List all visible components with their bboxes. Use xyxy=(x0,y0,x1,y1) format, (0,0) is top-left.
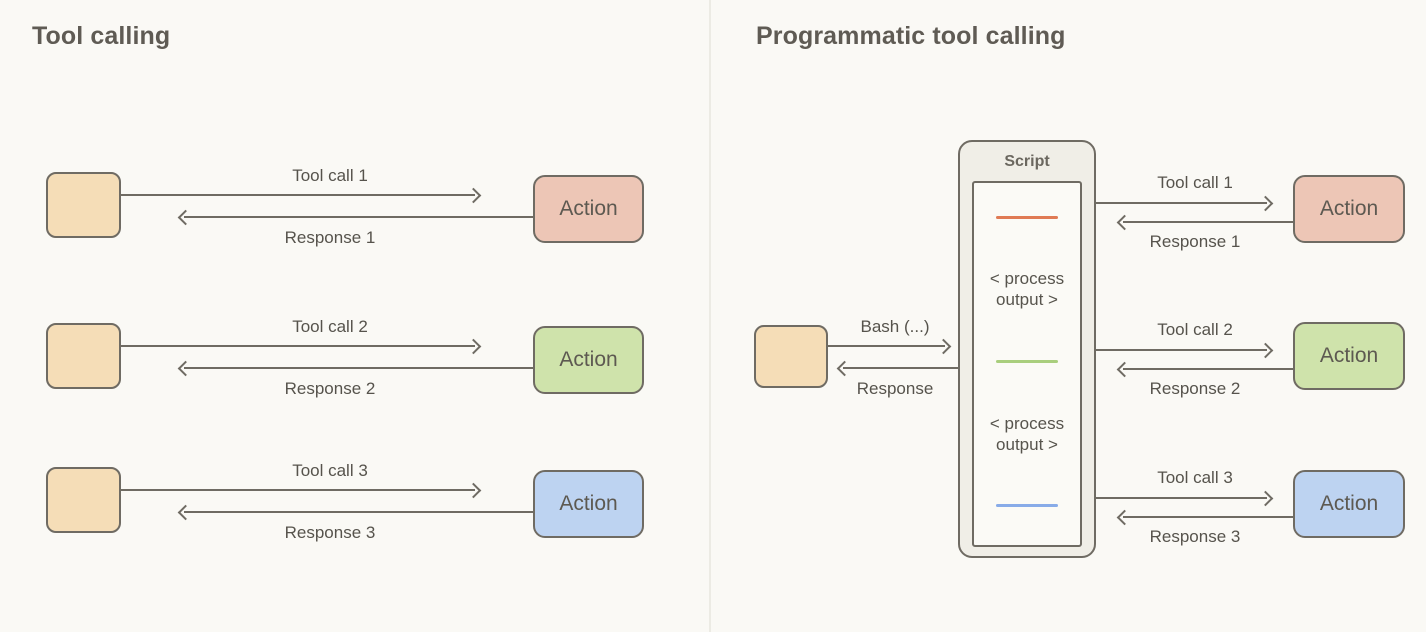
action-box: Action xyxy=(533,470,644,538)
tool-call-row: Tool call 3 Response 3 Action xyxy=(0,449,1426,559)
tool-call-label: Tool call 2 xyxy=(292,317,368,336)
tool-call-row: Tool call 2 Response 2 Action xyxy=(0,301,1426,411)
arrowhead-right-icon xyxy=(1257,490,1274,506)
arrowhead-left-icon xyxy=(1116,214,1133,230)
bash-call-arrow xyxy=(828,338,952,354)
arrowhead-left-icon xyxy=(1116,361,1133,377)
tool-call-label: Tool call 3 xyxy=(1157,468,1233,487)
bash-call-label: Bash (...) xyxy=(860,317,930,336)
response-label: Response 1 xyxy=(284,228,376,247)
tool-call-label: Tool call 2 xyxy=(1157,320,1233,339)
script-step-line-2 xyxy=(996,360,1058,363)
script-title: Script xyxy=(1004,153,1050,170)
tool-call-label: Tool call 1 xyxy=(1157,173,1233,192)
left-panel-title: Tool calling xyxy=(32,22,171,50)
tool-call-arrow xyxy=(1096,490,1274,506)
tool-call-arrow xyxy=(121,338,482,354)
right-panel-title: Programmatic tool calling xyxy=(756,22,1066,50)
action-box: Action xyxy=(533,175,644,243)
response-arrow xyxy=(177,504,537,520)
response-arrow xyxy=(1116,214,1295,230)
response-label: Response 3 xyxy=(1149,527,1241,546)
panel-divider xyxy=(709,0,711,632)
tool-call-label: Tool call 1 xyxy=(292,166,368,185)
action-box: Action xyxy=(1293,175,1405,243)
response-label: Response 2 xyxy=(1149,379,1241,398)
tool-call-row: Tool call 1 Response 1 Action xyxy=(0,154,1426,264)
arrowhead-left-icon xyxy=(1116,509,1133,525)
script-container: Script < process output > < process outp… xyxy=(958,140,1096,558)
response-label: Response 2 xyxy=(284,379,376,398)
process-output-text: < process output > xyxy=(989,269,1065,309)
tool-call-arrow xyxy=(1096,195,1274,211)
agent-box xyxy=(754,325,828,388)
tool-call-row: Tool call 3 Response 3 Action xyxy=(0,445,1426,555)
tool-call-label: Tool call 3 xyxy=(292,461,368,480)
tool-call-arrow xyxy=(1096,342,1274,358)
agent-box xyxy=(46,172,121,238)
action-box: Action xyxy=(1293,470,1405,538)
response-arrow xyxy=(177,360,537,376)
script-body: < process output > < process output > xyxy=(972,181,1082,547)
process-output-text: < process output > xyxy=(989,414,1065,454)
script-step-line-1 xyxy=(996,216,1058,219)
tool-call-row: Tool call 1 Response 1 Action xyxy=(0,150,1426,260)
response-label: Response 3 xyxy=(284,523,376,542)
script-step-line-3 xyxy=(996,504,1058,507)
action-box: Action xyxy=(533,326,644,394)
response-arrow xyxy=(1116,509,1295,525)
action-box: Action xyxy=(1293,322,1405,390)
agent-box xyxy=(46,323,121,389)
script-response-label: Response xyxy=(856,379,934,398)
response-label: Response 1 xyxy=(1149,232,1241,251)
response-arrow xyxy=(177,209,537,225)
tool-call-arrow xyxy=(121,187,482,203)
arrowhead-right-icon xyxy=(1257,195,1274,211)
tool-call-row: Tool call 2 Response 2 Action xyxy=(0,301,1426,411)
tool-call-arrow xyxy=(121,482,482,498)
agent-box xyxy=(46,467,121,533)
response-arrow xyxy=(1116,361,1295,377)
arrowhead-right-icon xyxy=(1257,342,1274,358)
script-response-arrow xyxy=(836,360,958,376)
